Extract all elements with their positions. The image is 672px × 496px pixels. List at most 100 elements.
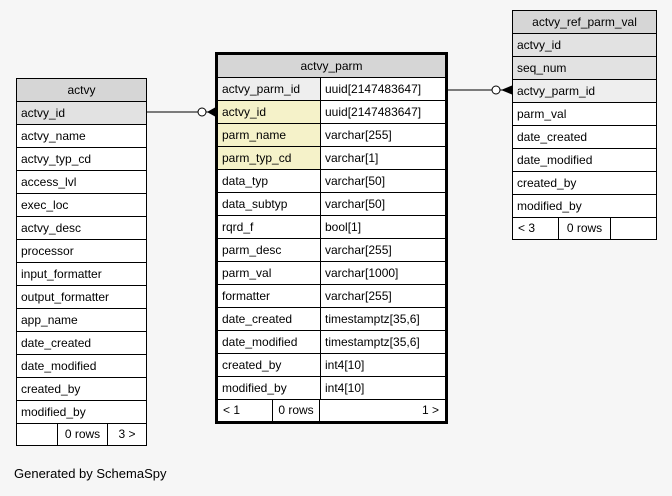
column-name: parm_val: [517, 107, 567, 121]
column-row: parm_name varchar[255]: [218, 124, 445, 147]
pager-right: 3 >: [118, 427, 136, 441]
column-row: modified_by: [17, 401, 146, 424]
column-row: created_by int4[10]: [218, 354, 445, 377]
fk-connector-actvy_parm-actvy_ref_parm_val: [448, 85, 512, 95]
row-count: 0 rows: [558, 218, 611, 239]
column-name: seq_num: [513, 57, 656, 79]
column-row: date_created timestamptz[35,6]: [218, 308, 445, 331]
column-name: actvy_name: [21, 129, 86, 143]
column-row: app_name: [17, 309, 146, 332]
column-name: actvy_typ_cd: [21, 152, 92, 166]
column-name: modified_by: [21, 405, 86, 419]
column-row: date_modified: [17, 355, 146, 378]
column-row: created_by: [17, 378, 146, 401]
column-name: exec_loc: [21, 198, 69, 212]
column-row: access_lvl: [17, 171, 146, 194]
column-type: bool[1]: [325, 220, 362, 234]
column-row: actvy_parm_id uuid[2147483647]: [218, 78, 445, 101]
column-name: date_modified: [21, 359, 97, 373]
column-name: formatter: [218, 285, 321, 307]
column-name: input_formatter: [21, 267, 102, 281]
column-name: modified_by: [517, 199, 582, 213]
column-type: varchar[255]: [325, 128, 392, 142]
column-type: varchar[255]: [325, 243, 392, 257]
column-row: actvy_name: [17, 125, 146, 148]
generated-by-note: Generated by SchemaSpy: [14, 466, 167, 481]
fk-connector-actvy-actvy_parm: [147, 107, 215, 117]
column-type: uuid[2147483647]: [325, 82, 422, 96]
column-type: varchar[1]: [325, 151, 379, 165]
column-name: parm_typ_cd: [218, 147, 321, 169]
column-name: date_modified: [517, 153, 593, 167]
column-row: seq_num: [513, 57, 656, 80]
column-row: parm_val varchar[1000]: [218, 262, 445, 285]
row-count: 0 rows: [57, 424, 108, 445]
column-type: varchar[50]: [325, 197, 386, 211]
column-row: date_created: [17, 332, 146, 355]
column-name: created_by: [517, 176, 577, 190]
column-row: actvy_typ_cd: [17, 148, 146, 171]
column-type: int4[10]: [325, 381, 365, 395]
table-actvy_ref_parm_val-footer: < 3 0 rows: [513, 218, 656, 239]
column-name: data_subtyp: [218, 193, 321, 215]
column-name: parm_name: [218, 124, 321, 146]
column-name: actvy_id: [218, 101, 321, 123]
pager-left: < 1: [223, 403, 241, 417]
column-name: parm_val: [218, 262, 321, 284]
column-row: actvy_id: [17, 102, 146, 125]
column-name: date_created: [21, 336, 92, 350]
table-actvy_ref_parm_val[interactable]: actvy_ref_parm_val actvy_id seq_num actv…: [512, 10, 657, 240]
table-actvy-title: actvy: [17, 79, 146, 102]
zero-many-circle: [197, 107, 207, 117]
column-row: parm_desc varchar[255]: [218, 239, 445, 262]
pager-right: 1 >: [421, 403, 439, 417]
table-actvy[interactable]: actvy actvy_id actvy_name actvy_typ_cd a…: [16, 78, 147, 446]
column-row: date_created: [513, 126, 656, 149]
column-type: int4[10]: [325, 358, 365, 372]
column-name: data_typ: [218, 170, 321, 192]
arrowhead-icon: [501, 85, 512, 95]
column-name: access_lvl: [21, 175, 77, 189]
column-row: input_formatter: [17, 263, 146, 286]
column-row: actvy_parm_id: [513, 80, 656, 103]
column-name: date_modified: [218, 331, 321, 353]
table-actvy-footer: 0 rows 3 >: [17, 424, 146, 445]
column-name: created_by: [21, 382, 81, 396]
column-name: actvy_desc: [21, 221, 82, 235]
column-type: uuid[2147483647]: [325, 105, 422, 119]
column-name: parm_desc: [218, 239, 321, 261]
column-name: app_name: [21, 313, 78, 327]
column-name: created_by: [218, 354, 321, 376]
column-name: actvy_parm_id: [513, 80, 656, 102]
column-name: processor: [21, 244, 74, 258]
column-row: modified_by: [513, 195, 656, 218]
column-row: data_subtyp varchar[50]: [218, 193, 445, 216]
table-actvy_parm-title: actvy_parm: [218, 55, 445, 78]
column-row: actvy_id: [513, 34, 656, 57]
column-name: date_created: [517, 130, 588, 144]
column-name: output_formatter: [21, 290, 110, 304]
table-actvy_parm[interactable]: actvy_parm actvy_parm_id uuid[2147483647]…: [215, 52, 448, 424]
column-type: timestamptz[35,6]: [325, 335, 420, 349]
row-count: 0 rows: [272, 400, 320, 421]
column-row: parm_typ_cd varchar[1]: [218, 147, 445, 170]
column-name: date_created: [218, 308, 321, 330]
column-row: exec_loc: [17, 194, 146, 217]
column-row: date_modified timestamptz[35,6]: [218, 331, 445, 354]
column-name: actvy_id: [513, 34, 656, 56]
column-row: date_modified: [513, 149, 656, 172]
column-type: timestamptz[35,6]: [325, 312, 420, 326]
column-name: actvy_parm_id: [218, 78, 321, 100]
column-row: parm_val: [513, 103, 656, 126]
pager-left: [17, 424, 57, 445]
table-actvy_ref_parm_val-title: actvy_ref_parm_val: [513, 11, 656, 34]
pager-left: < 3: [518, 221, 536, 235]
column-row: actvy_id uuid[2147483647]: [218, 101, 445, 124]
column-row: processor: [17, 240, 146, 263]
column-type: varchar[1000]: [325, 266, 399, 280]
